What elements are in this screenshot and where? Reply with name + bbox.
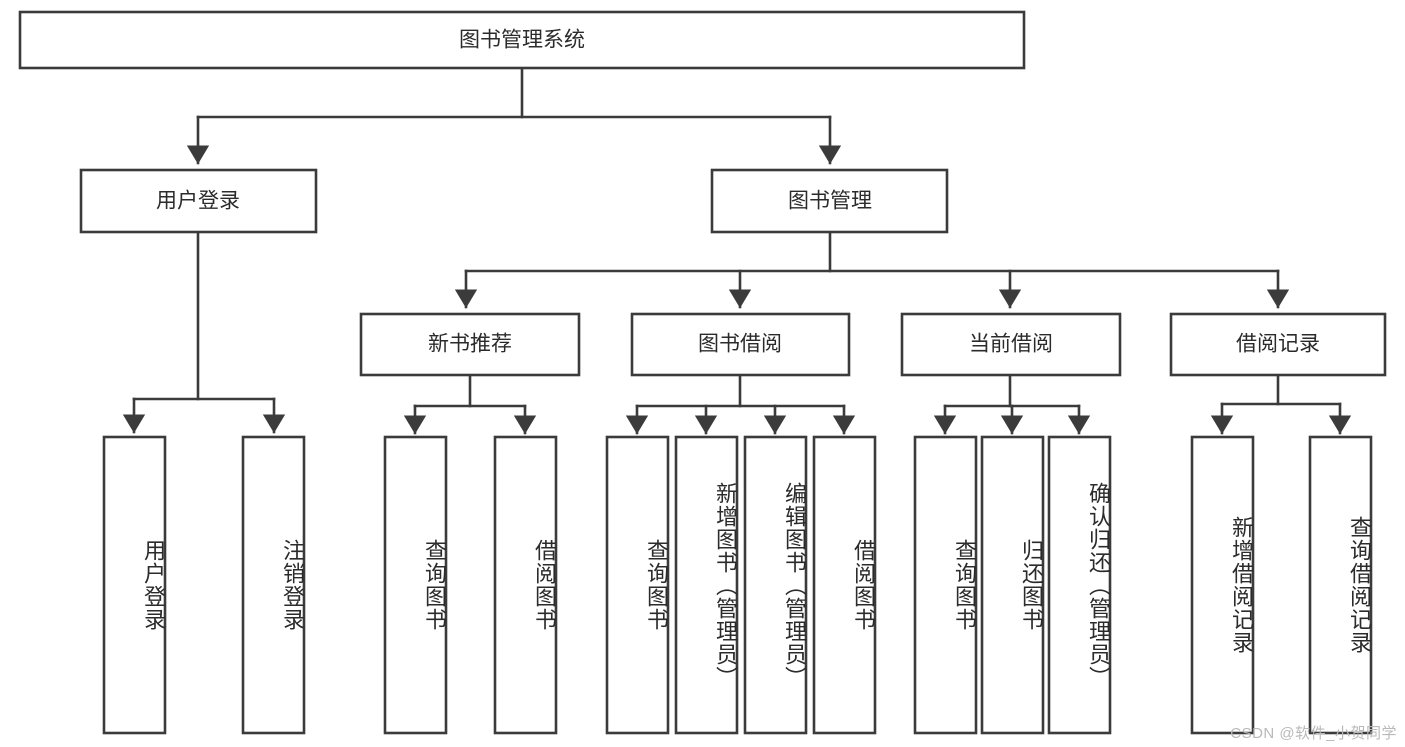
- node-book-manage[interactable]: 图书管理: [710, 168, 949, 234]
- node-current-borrow-box[interactable]: [900, 312, 1122, 377]
- node-new-book-recommend-box[interactable]: [359, 312, 581, 377]
- leaf-group-user-login: [102, 435, 306, 735]
- edge-group-book-manage-to-level2: [454, 230, 1290, 309]
- node-borrow-record-label: 借阅记录: [1236, 333, 1320, 356]
- leaf-box-user-login-1[interactable]: [241, 435, 306, 735]
- leaf-box-current-borrow-2[interactable]: [1047, 435, 1112, 735]
- leaf-group-new-book-recommend: [383, 435, 558, 735]
- node-new-book-recommend[interactable]: 新书推荐: [359, 312, 581, 377]
- node-book-manage-box[interactable]: [710, 168, 949, 234]
- leaf-box-book-borrow-3[interactable]: [812, 435, 877, 735]
- node-user-login-label: 用户登录: [156, 190, 240, 213]
- leaf-group-book-borrow: [605, 435, 877, 735]
- edge-group-user-login-to-leaves: [122, 230, 286, 434]
- leaf-box-current-borrow-0[interactable]: [913, 435, 978, 735]
- edge-group-current-borrow-to-leaves: [933, 373, 1091, 435]
- node-root-box[interactable]: [18, 10, 1026, 70]
- edge-group-borrow-record-to-leaves: [1210, 373, 1352, 435]
- node-current-borrow-label: 当前借阅: [969, 333, 1053, 356]
- node-user-login[interactable]: 用户登录: [79, 168, 318, 234]
- leaf-box-new-book-recommend-1[interactable]: [493, 435, 558, 735]
- node-book-borrow-box[interactable]: [630, 312, 851, 377]
- leaf-box-user-login-0[interactable]: [102, 435, 167, 735]
- leaf-group-borrow-record: [1190, 435, 1373, 735]
- leaf-box-current-borrow-1[interactable]: [980, 435, 1045, 735]
- leaf-box-new-book-recommend-0[interactable]: [383, 435, 448, 735]
- leaf-box-borrow-record-0[interactable]: [1190, 435, 1255, 735]
- node-user-login-box[interactable]: [79, 168, 318, 234]
- node-borrow-record[interactable]: 借阅记录: [1169, 312, 1387, 377]
- node-book-borrow[interactable]: 图书借阅: [630, 312, 851, 377]
- leaf-box-book-borrow-0[interactable]: [605, 435, 670, 735]
- leaf-box-book-borrow-2[interactable]: [743, 435, 808, 735]
- edge-group-new-book-recommend-to-leaves: [403, 373, 537, 435]
- leaf-box-book-borrow-1[interactable]: [674, 435, 739, 735]
- edge-group-root-to-level1: [186, 66, 842, 165]
- node-root-label: 图书管理系统: [459, 29, 585, 52]
- node-borrow-record-box[interactable]: [1169, 312, 1387, 377]
- leaf-box-borrow-record-1[interactable]: [1308, 435, 1373, 735]
- node-new-book-recommend-label: 新书推荐: [428, 333, 512, 356]
- node-book-borrow-label: 图书借阅: [698, 333, 782, 356]
- edge-group-book-borrow-to-leaves: [625, 373, 856, 435]
- node-book-manage-label: 图书管理: [788, 190, 872, 213]
- node-root[interactable]: 图书管理系统: [18, 10, 1026, 70]
- leaf-group-current-borrow: [913, 435, 1112, 735]
- node-current-borrow[interactable]: 当前借阅: [900, 312, 1122, 377]
